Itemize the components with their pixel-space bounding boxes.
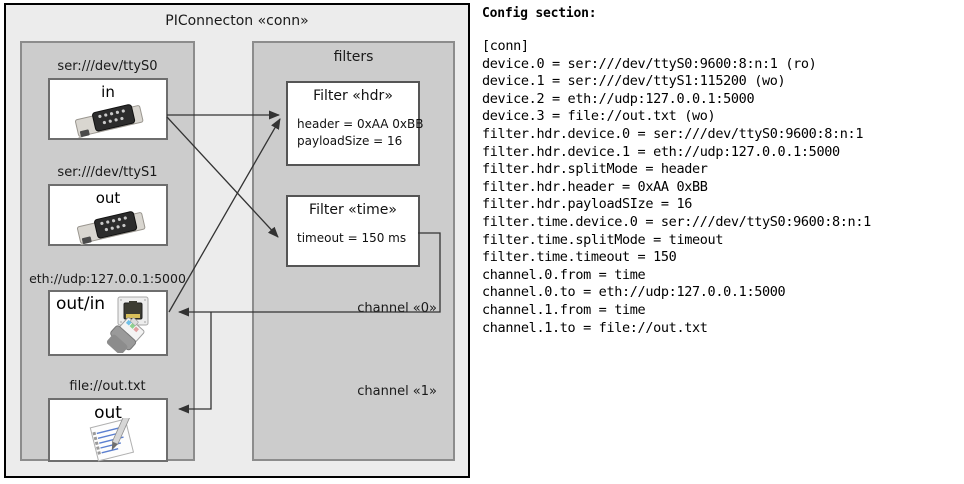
channel-label-1: channel «1»	[357, 384, 437, 399]
filters-panel-title: filters	[333, 49, 374, 65]
device-label-ttyS1: ser:///dev/ttyS1	[57, 165, 158, 180]
device-box-ttyS1[interactable]: out	[48, 184, 168, 251]
filter-box-time[interactable]: Filter «time» timeout = 150 ms	[286, 195, 420, 267]
device-box-eth[interactable]: out/in	[48, 290, 168, 356]
serial-port-icon	[74, 209, 152, 251]
serial-port-icon	[72, 102, 150, 144]
connector-wires	[166, 110, 441, 414]
device-direction-file: out	[94, 403, 122, 423]
connection-diagram: PIConnecton «conn» ser:///dev/ttyS0 in	[4, 3, 470, 478]
config-section: Config section: [conn] device.0 = ser://…	[482, 6, 960, 337]
wire-channel1	[178, 312, 212, 414]
config-heading: Config section:	[482, 6, 597, 21]
device-box-ttyS0[interactable]: in	[48, 78, 168, 144]
device-label-eth: eth://udp:127.0.0.1:5000	[29, 271, 186, 286]
filter-prop-timeout: timeout = 150 ms	[297, 231, 407, 245]
filter-title-hdr: Filter «hdr»	[313, 88, 393, 104]
device-label-file: file://out.txt	[69, 379, 146, 394]
filter-title-time: Filter «time»	[309, 202, 397, 218]
wire-ttyS0-to-time	[166, 116, 279, 238]
device-item-ttyS1[interactable]: ser:///dev/ttyS1 out	[22, 165, 193, 261]
filter-prop-header: header = 0xAA 0xBB	[297, 117, 424, 131]
filter-prop-payloadsize: payloadSize = 16	[297, 134, 403, 148]
filter-box-hdr[interactable]: Filter «hdr» header = 0xAA 0xBB payloadS…	[286, 81, 424, 166]
device-direction-eth: out/in	[56, 294, 106, 314]
diagram-title: PIConnecton «conn»	[165, 13, 309, 29]
filters-panel: filters Filter «hdr» header = 0xAA 0xBB …	[252, 41, 455, 461]
devices-panel: ser:///dev/ttyS0 in	[20, 41, 195, 462]
wire-channel0	[178, 232, 441, 317]
device-item-eth[interactable]: eth://udp:127.0.0.1:5000 out/in	[22, 271, 193, 371]
device-item-file[interactable]: file://out.txt out	[22, 379, 193, 479]
device-box-file[interactable]: out	[48, 398, 168, 462]
config-text: [conn] device.0 = ser:///dev/ttyS0:9600:…	[482, 38, 871, 336]
ethernet-plug-icon	[106, 295, 164, 357]
device-label-ttyS0: ser:///dev/ttyS0	[57, 59, 158, 74]
text-file-icon	[88, 410, 144, 466]
device-direction-ttyS1: out	[95, 189, 121, 207]
device-direction-ttyS0: in	[101, 83, 115, 101]
device-item-ttyS0[interactable]: ser:///dev/ttyS0 in	[22, 59, 193, 155]
wire-eth-to-hdr	[168, 118, 281, 313]
